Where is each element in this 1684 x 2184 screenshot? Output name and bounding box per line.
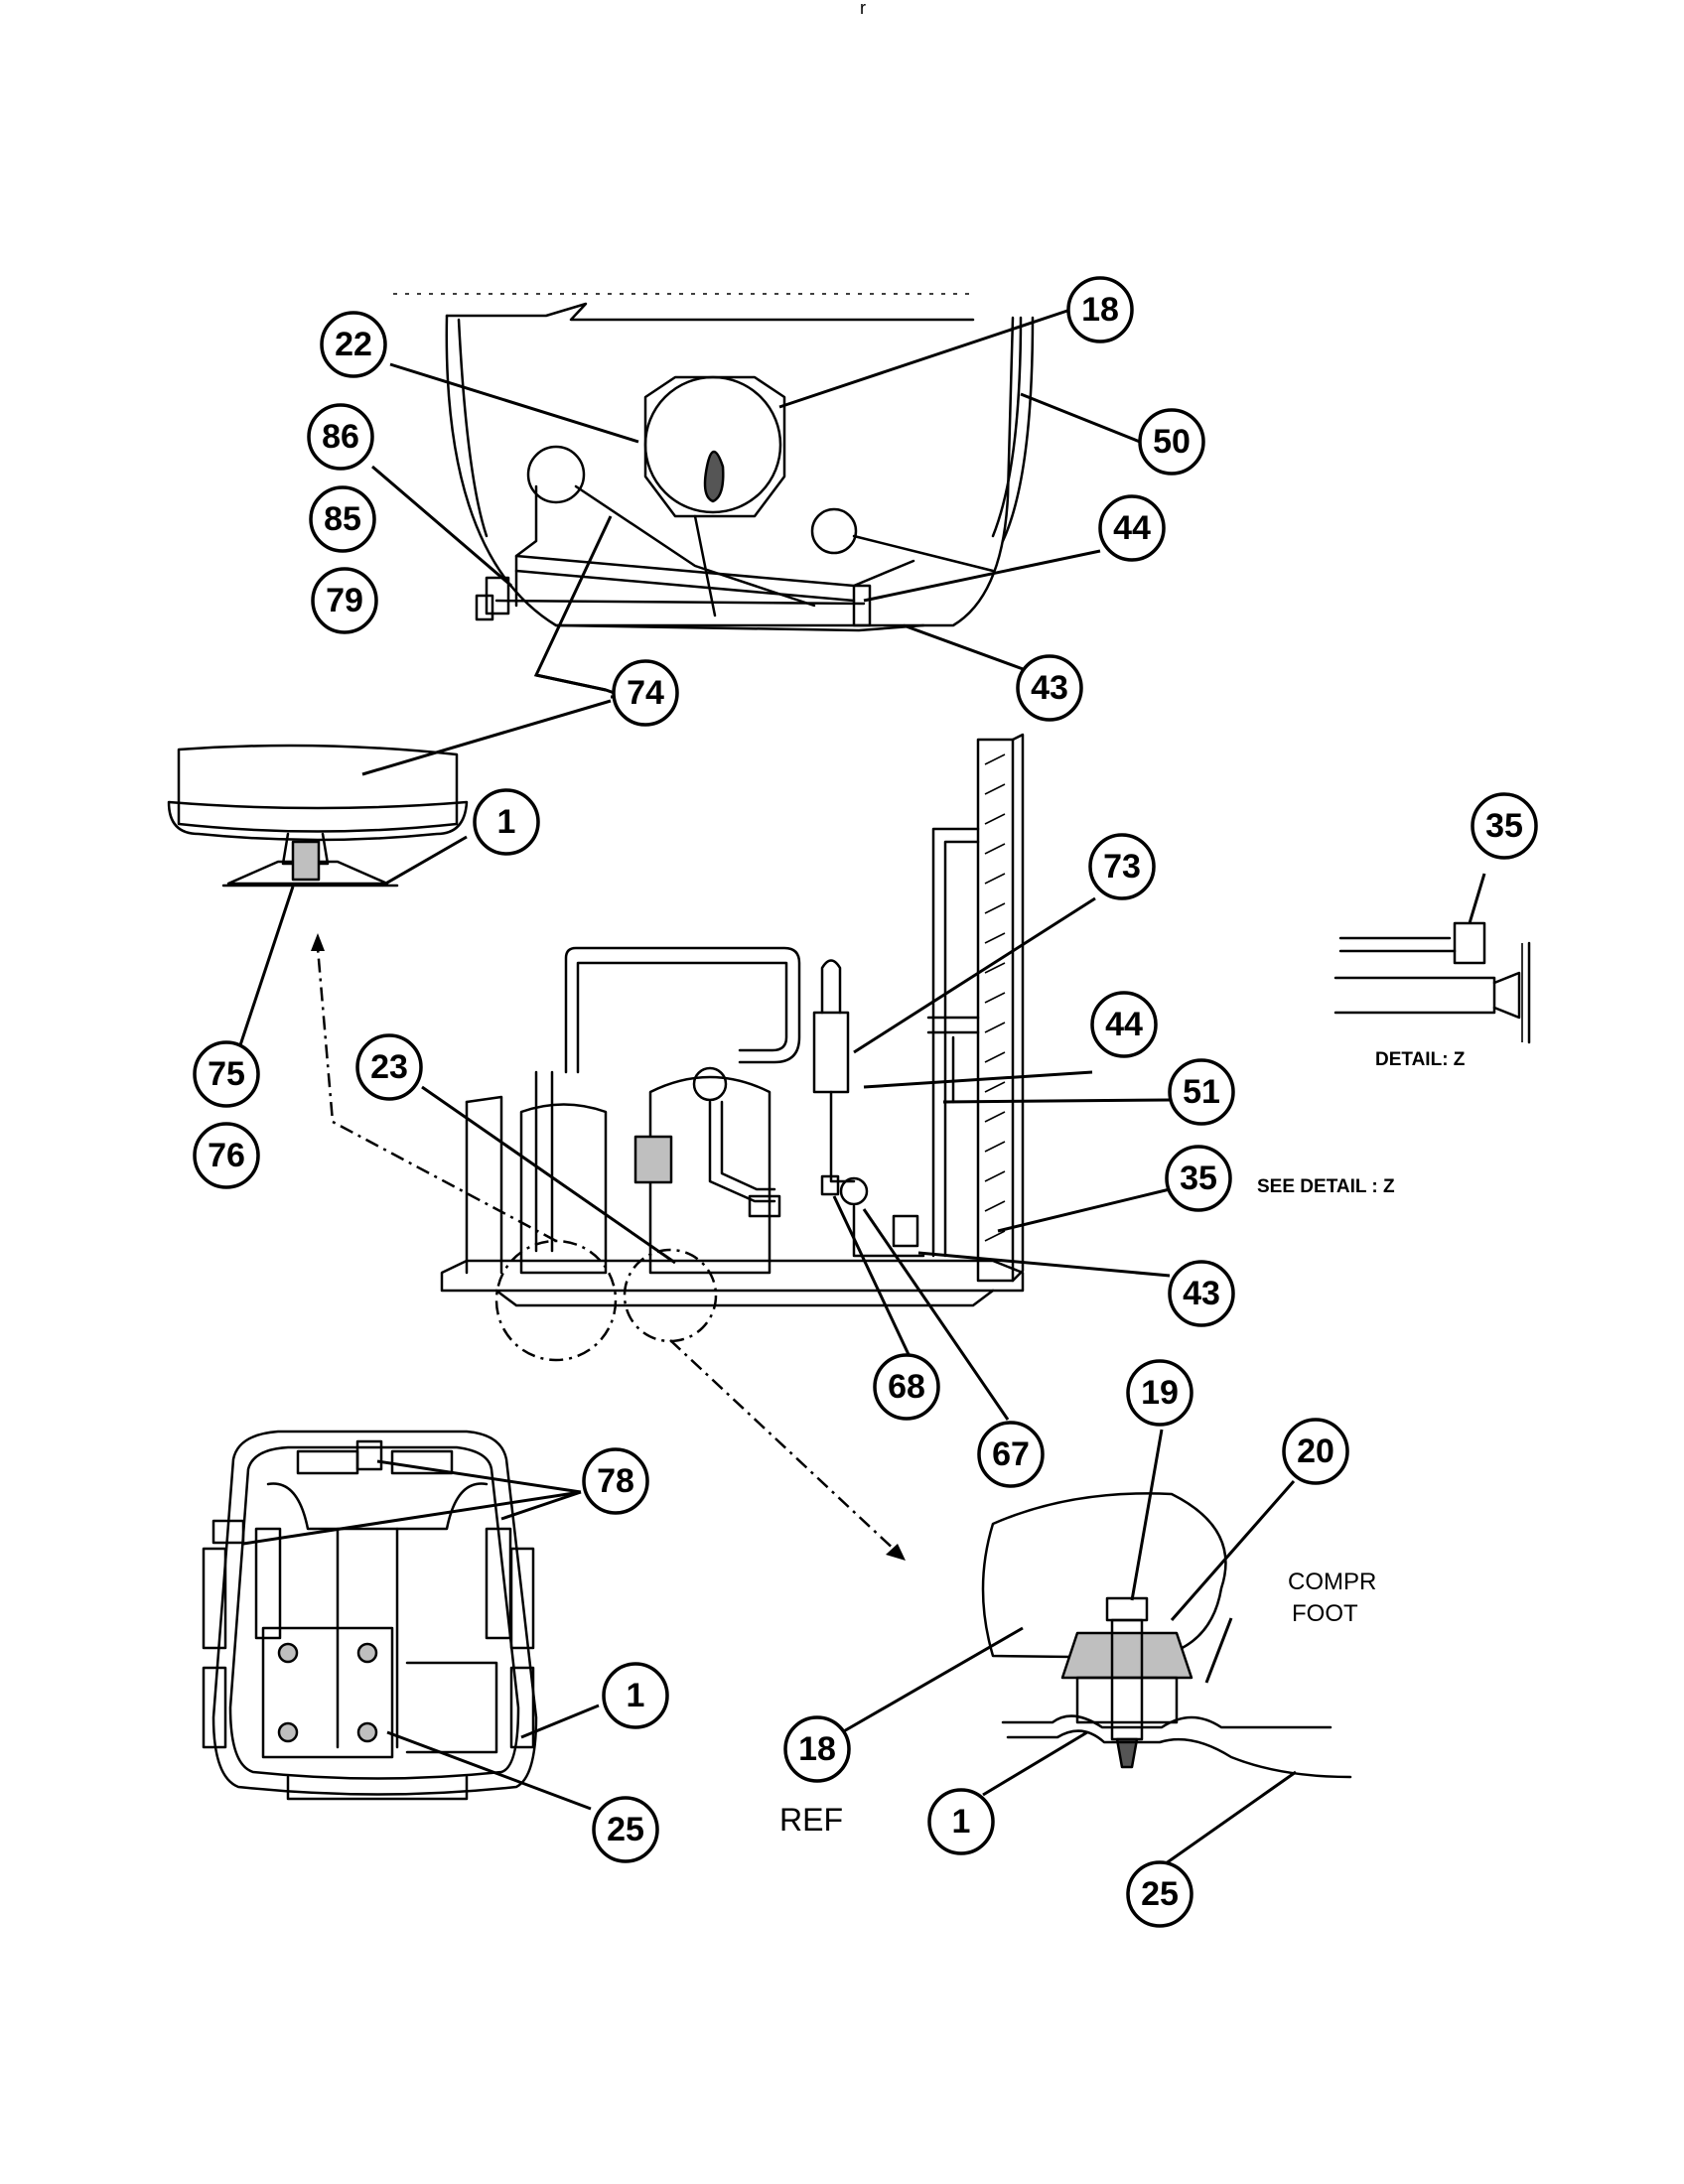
- callout-43-side: 43: [1168, 1260, 1235, 1327]
- callout-79: 79: [311, 567, 378, 634]
- foot-label: FOOT: [1292, 1600, 1358, 1627]
- detail-z-drawing: [1333, 921, 1531, 1044]
- base-pan-drawing: [202, 1430, 538, 1801]
- svg-text:44: 44: [1105, 1006, 1143, 1043]
- detail-z-label: DETAIL: Z: [1375, 1049, 1466, 1070]
- callout-25-basepan: 25: [592, 1796, 659, 1863]
- callout-76: 76: [193, 1122, 260, 1189]
- svg-text:18: 18: [798, 1730, 836, 1768]
- callout-44-side: 44: [1090, 991, 1158, 1058]
- svg-text:86: 86: [322, 418, 359, 456]
- top-mark: r: [860, 0, 866, 18]
- callout-73: 73: [1088, 833, 1156, 900]
- callout-1-basepan: 1: [602, 1662, 669, 1729]
- svg-text:22: 22: [335, 326, 372, 363]
- callout-86: 86: [307, 403, 374, 471]
- callout-50: 50: [1138, 408, 1205, 476]
- svg-text:74: 74: [627, 674, 664, 712]
- callout-44-top: 44: [1098, 494, 1166, 562]
- callout-18-top: 18: [1066, 276, 1134, 343]
- callout-78: 78: [582, 1447, 649, 1515]
- callout-25-foot: 25: [1126, 1860, 1193, 1928]
- svg-text:23: 23: [370, 1048, 408, 1086]
- svg-text:76: 76: [208, 1137, 245, 1174]
- svg-text:35: 35: [1485, 807, 1523, 845]
- callout-35-side: 35: [1165, 1145, 1232, 1212]
- svg-text:75: 75: [208, 1055, 245, 1093]
- svg-text:18: 18: [1081, 291, 1119, 329]
- callout-74: 74: [612, 659, 679, 727]
- compressor-foot-drawing: [981, 1492, 1352, 1779]
- svg-text:50: 50: [1153, 423, 1191, 461]
- callout-18-ref: 18: [783, 1715, 851, 1783]
- svg-text:19: 19: [1141, 1374, 1179, 1412]
- side-view-drawing: [311, 733, 1025, 1561]
- callout-19: 19: [1126, 1359, 1193, 1427]
- svg-text:44: 44: [1113, 509, 1151, 547]
- svg-text:78: 78: [597, 1462, 634, 1500]
- callout-1-foot: 1: [927, 1788, 995, 1855]
- svg-text:1: 1: [627, 1677, 645, 1714]
- svg-text:20: 20: [1297, 1433, 1334, 1470]
- svg-text:73: 73: [1103, 848, 1141, 886]
- svg-text:68: 68: [888, 1368, 925, 1406]
- svg-text:79: 79: [326, 582, 363, 619]
- svg-text:25: 25: [607, 1811, 644, 1848]
- isolator-drawing: [167, 744, 469, 887]
- svg-text:1: 1: [952, 1803, 971, 1841]
- svg-text:35: 35: [1180, 1160, 1217, 1197]
- callout-1-isolator: 1: [473, 788, 540, 856]
- ref-label: REF: [779, 1802, 843, 1838]
- callout-35-detail: 35: [1471, 792, 1538, 860]
- callout-67: 67: [977, 1421, 1045, 1488]
- svg-text:85: 85: [324, 500, 361, 538]
- svg-text:51: 51: [1183, 1073, 1220, 1111]
- svg-text:25: 25: [1141, 1875, 1179, 1913]
- callout-51: 51: [1168, 1058, 1235, 1126]
- callout-23: 23: [355, 1033, 423, 1101]
- svg-text:1: 1: [497, 803, 516, 841]
- callout-20: 20: [1282, 1418, 1349, 1485]
- callout-43-top: 43: [1016, 654, 1083, 722]
- callout-85: 85: [309, 485, 376, 553]
- svg-text:67: 67: [992, 1435, 1030, 1473]
- leader-lines: [234, 308, 1486, 1868]
- callout-22: 22: [320, 311, 387, 378]
- svg-text:43: 43: [1031, 669, 1068, 707]
- callout-75: 75: [193, 1040, 260, 1108]
- top-view-drawing: [393, 293, 1035, 632]
- compr-label: COMPR: [1288, 1569, 1376, 1595]
- svg-text:43: 43: [1183, 1275, 1220, 1312]
- callout-68: 68: [873, 1353, 940, 1421]
- see-detail-z-label: SEE DETAIL : Z: [1257, 1176, 1395, 1197]
